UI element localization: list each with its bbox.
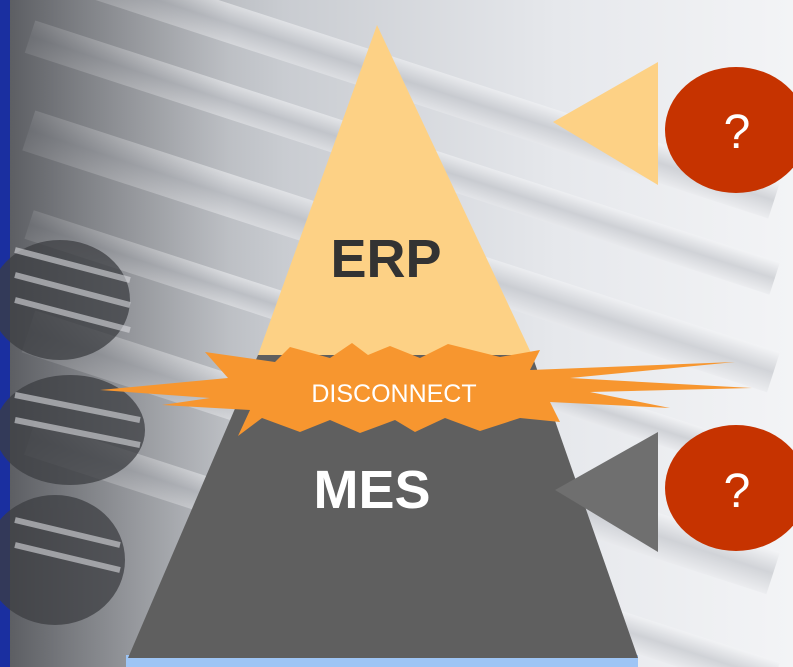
erp-question-mark: ? [724, 106, 751, 159]
erp-layer [258, 25, 532, 355]
disconnect-label: DISCONNECT [311, 380, 476, 408]
erp-label: ERP [330, 229, 441, 289]
mes-question-badge [665, 425, 793, 551]
erp-pointer-arrow [553, 62, 658, 185]
mes-label: MES [313, 460, 430, 520]
mes-question-mark: ? [724, 465, 751, 518]
erp-question-badge [665, 67, 793, 193]
disconnect-burst [100, 343, 752, 436]
mes-layer [128, 355, 638, 658]
mes-pointer-arrow [555, 432, 658, 552]
